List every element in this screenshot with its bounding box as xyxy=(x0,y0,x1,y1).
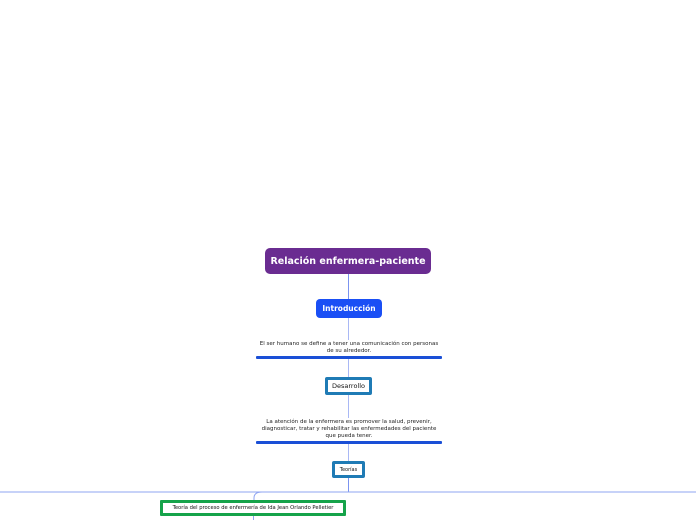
intro-topic-label: Introducción xyxy=(322,304,376,313)
teorias-topic-node[interactable]: Teorías xyxy=(332,461,365,478)
teorias-topic-label: Teorías xyxy=(339,466,358,473)
desarrollo-text-label: La atención de la enfermera es promover … xyxy=(261,418,437,439)
intro-topic-node[interactable]: Introducción xyxy=(316,299,382,318)
intro-text-underline xyxy=(256,356,442,359)
connector-teoria-1 xyxy=(253,491,263,500)
desarrollo-topic-label: Desarrollo xyxy=(331,382,366,390)
root-topic-node[interactable]: Relación enfermera-paciente xyxy=(265,248,431,274)
intro-text-label: El ser humano se define a tener una comu… xyxy=(259,340,439,354)
intro-text-node[interactable]: El ser humano se define a tener una comu… xyxy=(256,340,442,355)
teoria-1-label: Teoría del proceso de enfermería de Ida … xyxy=(172,505,334,511)
teoria-1-node[interactable]: Teoría del proceso de enfermería de Ida … xyxy=(160,500,346,516)
desarrollo-text-underline xyxy=(256,441,442,444)
desarrollo-topic-node[interactable]: Desarrollo xyxy=(325,377,372,395)
root-topic-label: Relación enfermera-paciente xyxy=(270,255,426,267)
desarrollo-text-node[interactable]: La atención de la enfermera es promover … xyxy=(256,418,442,440)
